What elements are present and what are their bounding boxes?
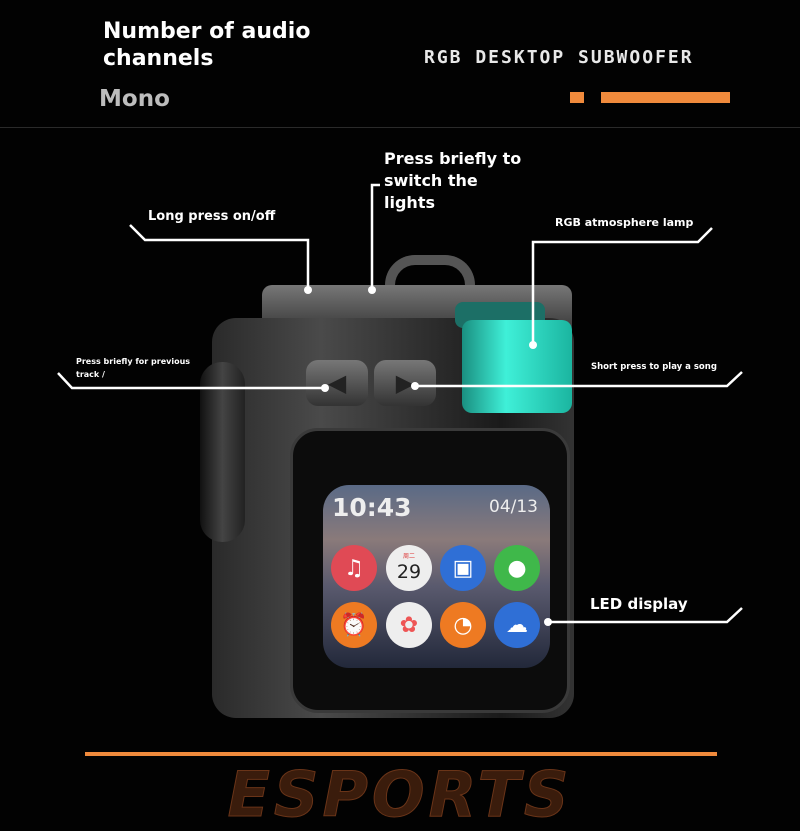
line-switch-lights bbox=[370, 183, 380, 290]
play-button[interactable]: ▶ bbox=[374, 360, 436, 406]
line-play bbox=[415, 371, 743, 388]
bottom-accent-line bbox=[85, 752, 717, 756]
callout-switch-lights: Press briefly to switch the lights bbox=[384, 149, 522, 212]
date: 04/13 bbox=[489, 497, 538, 517]
clock: 10:43 bbox=[332, 493, 412, 522]
messages-app-icon: ● bbox=[494, 545, 540, 591]
callout-previous: Press briefly for previous track / bbox=[76, 357, 191, 379]
calendar-weekday: 周二 bbox=[402, 553, 415, 560]
line-display bbox=[548, 607, 743, 624]
gallery-app-icon: ▣ bbox=[440, 545, 486, 591]
weather-app-icon: ☁ bbox=[494, 602, 540, 648]
rgb-lamp bbox=[462, 320, 572, 413]
callout-power: Long press on/off bbox=[148, 209, 276, 224]
timer-app-icon: ◔ bbox=[440, 602, 486, 648]
previous-button[interactable]: ◀ bbox=[306, 360, 368, 406]
callout-rgb-lamp: RGB atmosphere lamp bbox=[555, 216, 694, 229]
callout-display: LED display bbox=[590, 595, 688, 613]
channel-value: Mono bbox=[99, 86, 170, 112]
volume-knob bbox=[200, 362, 245, 542]
photos-app-icon: ✿ bbox=[386, 602, 432, 648]
calendar-day: 29 bbox=[396, 561, 422, 583]
brand-title: RGB DESKTOP SUBWOOFER bbox=[424, 47, 694, 68]
previous-icon: ◀ bbox=[327, 369, 347, 397]
header-divider bbox=[0, 127, 800, 128]
line-rgb-lamp bbox=[531, 227, 713, 345]
play-icon: ▶ bbox=[395, 369, 415, 397]
music-app-icon: ♫ bbox=[331, 545, 377, 591]
accent-bar-long bbox=[601, 92, 730, 103]
line-power bbox=[129, 224, 310, 290]
title: Number of audio channels bbox=[103, 19, 311, 71]
alarm-app-icon: ⏰ bbox=[331, 602, 377, 648]
accent-bar-short bbox=[570, 92, 584, 103]
line-previous bbox=[57, 372, 325, 390]
callout-play: Short press to play a song bbox=[591, 362, 717, 372]
esports-watermark: ESPORTS bbox=[227, 758, 573, 831]
